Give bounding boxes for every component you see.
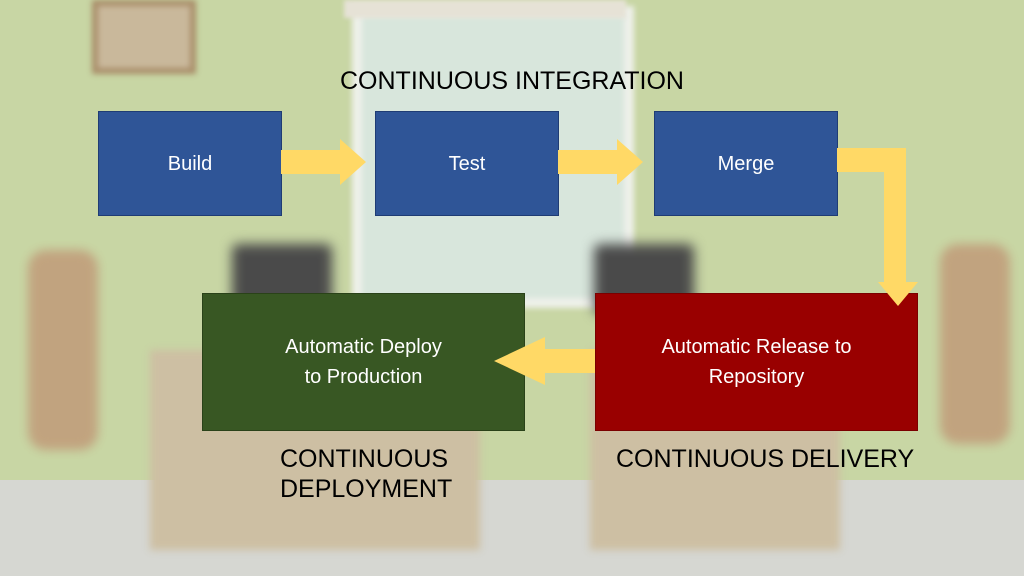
automatic-release-label-line2: Repository <box>708 366 805 388</box>
test-step-label: Test <box>448 152 486 175</box>
merge-step-label: Merge <box>717 152 775 175</box>
background-picture-frame <box>92 0 196 74</box>
automatic-deploy-label-line1: Automatic Deploy <box>285 336 442 358</box>
build-step-label: Build <box>167 152 213 175</box>
automatic-deploy-label-line2: to Production <box>304 366 423 388</box>
background-chair-left <box>28 250 98 450</box>
continuous-deployment-label-line1: CONTINUOUS <box>280 445 449 473</box>
background-window-blind <box>344 0 626 18</box>
merge-step-box: Merge <box>654 111 838 216</box>
continuous-deployment-label: CONTINUOUS DEPLOYMENT <box>280 444 480 504</box>
automatic-deploy-step-box: Automatic Deploy to Production <box>202 293 525 431</box>
continuous-deployment-label-line2: DEPLOYMENT <box>280 475 453 503</box>
background-chair-right <box>940 244 1010 444</box>
build-step-box: Build <box>98 111 282 216</box>
test-step-box: Test <box>375 111 559 216</box>
continuous-integration-label: CONTINUOUS INTEGRATION <box>340 67 684 95</box>
automatic-release-label-line1: Automatic Release to <box>661 336 852 358</box>
continuous-delivery-label: CONTINUOUS DELIVERY <box>616 445 915 473</box>
automatic-release-step-box: Automatic Release to Repository <box>595 293 918 431</box>
